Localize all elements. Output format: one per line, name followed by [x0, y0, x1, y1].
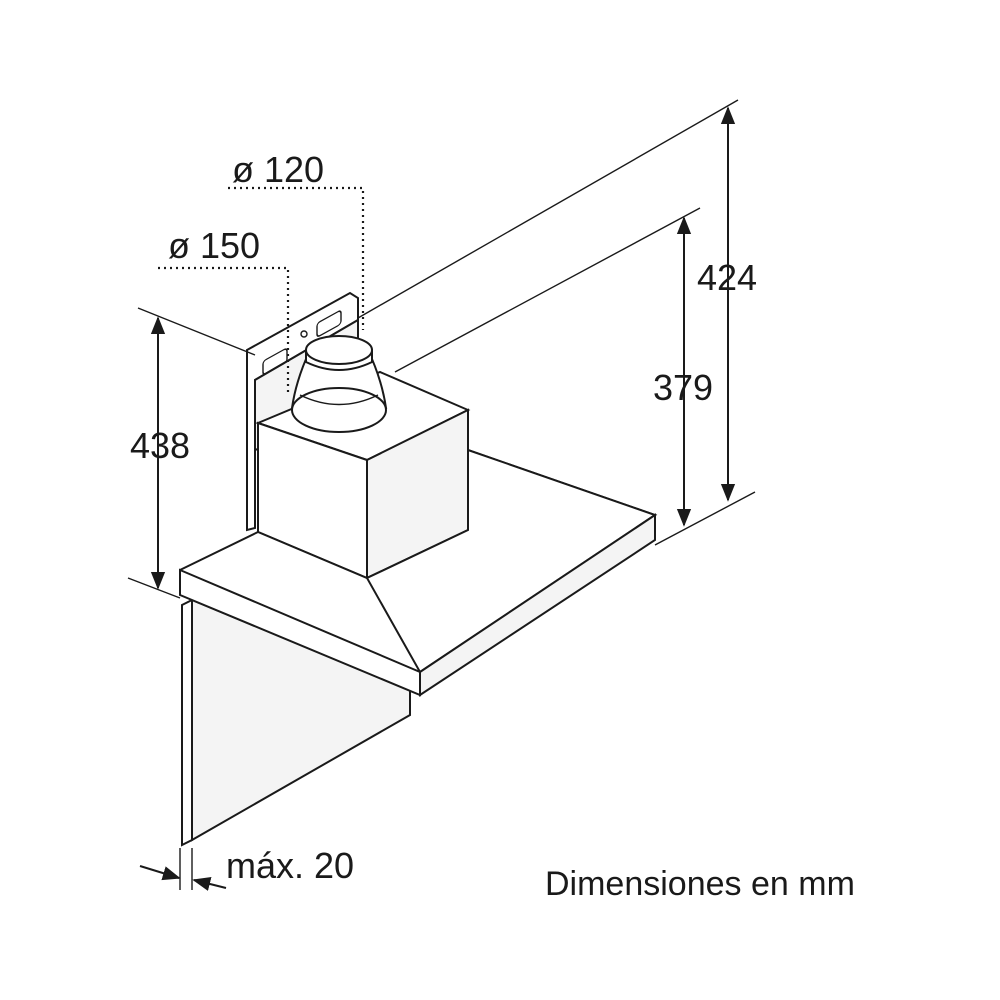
- caption-units: Dimensiones en mm: [545, 865, 855, 903]
- lower-wall-plate: [181, 598, 411, 847]
- label-wall-gap: máx. 20: [226, 845, 354, 886]
- dim-arrow-gap-right: [192, 876, 227, 891]
- dimension-arrows: [139, 106, 736, 891]
- label-diameter-150: ø 150: [168, 225, 260, 266]
- label-diameter-120: ø 120: [232, 149, 324, 190]
- diameter-leaders: [158, 186, 365, 392]
- hood-canopy: [179, 448, 658, 697]
- label-height-379: 379: [653, 367, 713, 408]
- label-height-424: 424: [697, 257, 757, 298]
- label-height-438: 438: [130, 425, 190, 466]
- dim-arrow-gap-left: [139, 865, 181, 881]
- plate-slot-right: [316, 310, 342, 337]
- exhaust-pipe: [290, 335, 388, 433]
